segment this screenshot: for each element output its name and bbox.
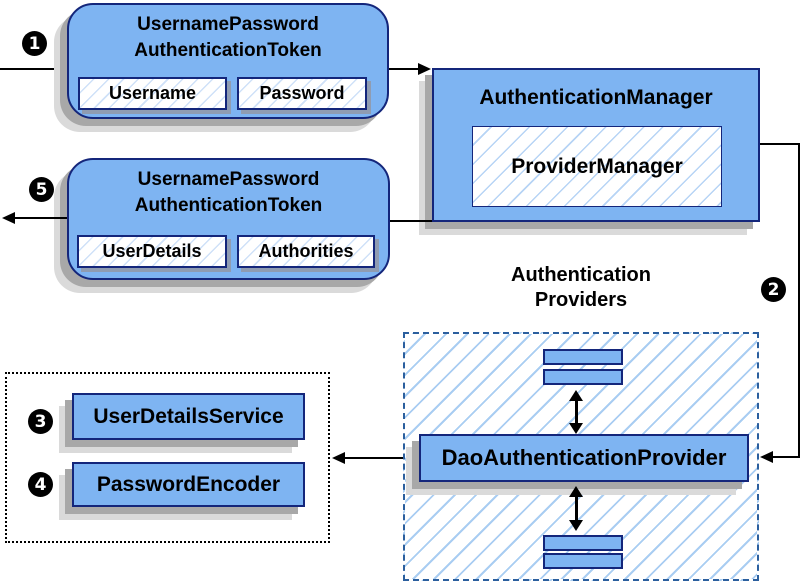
double-arrow-shaft [575, 495, 578, 522]
step-3-badge: 3 [28, 409, 53, 434]
response-out-line [14, 217, 67, 219]
response-out-arrowhead-icon [2, 212, 15, 224]
manager-to-provider-line-vertical [798, 143, 800, 458]
provider-placeholder-bar [543, 349, 623, 365]
step-4-badge: 4 [28, 472, 53, 497]
userdetails-field-box: UserDetails [77, 235, 227, 268]
request-arrowhead-icon [418, 63, 431, 75]
request-token-title: UsernamePassword AuthenticationToken [69, 5, 387, 64]
double-arrow-down-icon [569, 520, 583, 531]
manager-to-provider-line-top [760, 143, 800, 145]
authentication-providers-title-line2: Providers [534, 289, 628, 311]
step-2-badge: 2 [761, 277, 786, 302]
username-field-box: Username [78, 77, 227, 110]
manager-to-provider-line-bottom [773, 456, 800, 458]
authentication-providers-title: Authentication Providers [461, 263, 701, 313]
request-in-line [0, 68, 67, 70]
services-group [5, 372, 330, 543]
authentication-manager-title: AuthenticationManager [479, 86, 713, 109]
request-arrow-line [389, 68, 419, 70]
request-token-title-line2: AuthenticationToken [134, 40, 322, 61]
authentication-providers-title-line1: Authentication [511, 264, 651, 286]
provider-placeholder-bar [543, 553, 623, 569]
services-in-arrowhead-icon [332, 452, 345, 464]
authorities-field-box: Authorities [237, 235, 375, 268]
provider-in-arrowhead-icon [760, 451, 773, 463]
dao-authentication-provider-box: DaoAuthenticationProvider [419, 434, 749, 482]
double-arrow-up-icon [569, 390, 583, 401]
provider-placeholder-bar [543, 535, 623, 551]
manager-to-response-line [390, 220, 432, 222]
password-encoder-box: PasswordEncoder [72, 462, 305, 507]
authentication-manager-box: AuthenticationManager ProviderManager [432, 68, 760, 222]
provider-placeholder-bar [543, 369, 623, 385]
step-1-badge: 1 [22, 31, 47, 56]
provider-to-services-line [344, 457, 403, 459]
double-arrow-down-icon [569, 423, 583, 434]
double-arrow-shaft [575, 399, 578, 425]
double-arrow-up-icon [569, 486, 583, 497]
step-5-badge: 5 [29, 177, 54, 202]
response-token-title: UsernamePassword AuthenticationToken [69, 160, 388, 219]
response-token-title-line2: AuthenticationToken [134, 195, 323, 216]
response-token-title-line1: UsernamePassword [137, 169, 320, 190]
provider-manager-box: ProviderManager [472, 126, 722, 207]
password-field-box: Password [237, 77, 367, 110]
user-details-service-box: UserDetailsService [72, 393, 305, 440]
request-token-title-line1: UsernamePassword [137, 14, 319, 35]
